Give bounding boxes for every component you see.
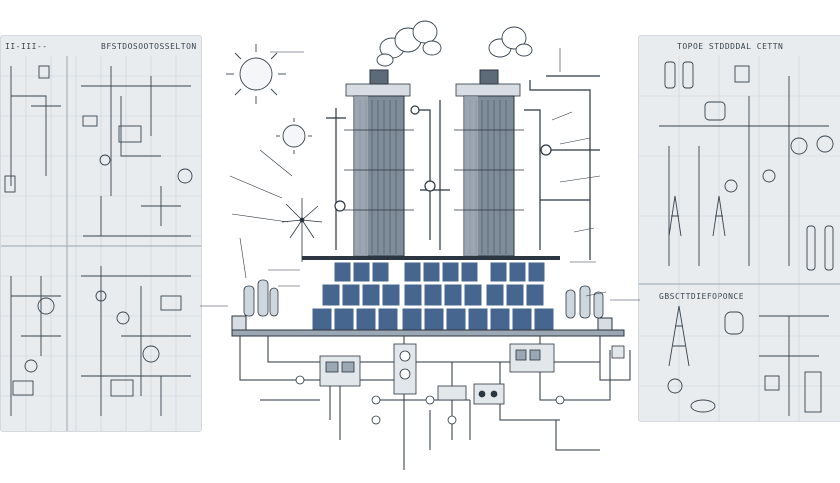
left-panel-title-b: BFSTDOSOOTOSSELTON — [101, 42, 197, 51]
cooling-tower-left — [344, 69, 414, 257]
right-schematic-panel: TOPOE STDDDDAL CETTN GBSCTTDIEFOPONCE — [638, 35, 840, 422]
right-panel-title-b: GBSCTTDIEFOPONCE — [659, 292, 745, 301]
storage-tanks-left — [243, 279, 279, 317]
smoke-cloud-right — [488, 26, 533, 58]
left-panel-schematic-drawing — [1, 56, 201, 431]
callout-leaders — [200, 48, 640, 307]
valves — [295, 375, 565, 425]
sun-icon-large — [226, 44, 286, 104]
storage-tanks-right — [565, 285, 604, 319]
base-platform — [231, 315, 625, 337]
left-schematic-panel: II-III-- BFSTDOSOOTOSSELTON — [0, 35, 202, 432]
sun-icon-small — [276, 118, 312, 154]
left-panel-title-a: II-III-- — [5, 42, 48, 51]
control-units — [319, 343, 625, 405]
smoke-cloud-left — [376, 20, 442, 67]
right-panel-schematic-drawing — [639, 56, 840, 421]
tower-pipework — [326, 75, 600, 260]
right-panel-title-a: TOPOE STDDDDAL CETTN — [677, 42, 784, 51]
cooling-tower-right — [454, 69, 524, 257]
solar-panel-array — [302, 256, 560, 331]
lower-pipe-network — [239, 336, 631, 470]
wind-turbine-icon — [281, 198, 323, 262]
